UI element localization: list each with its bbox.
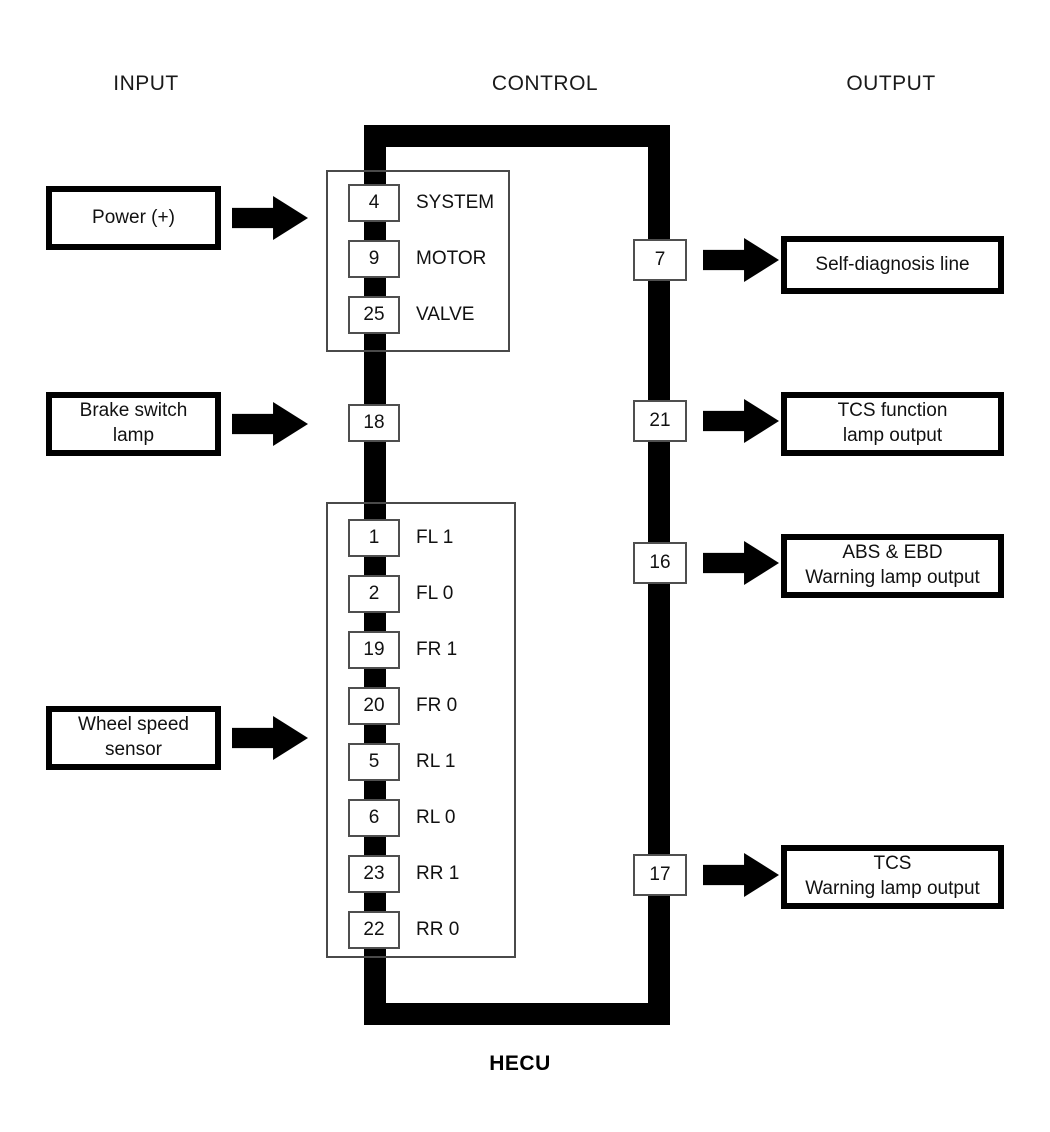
pin-rr-0-label: RR 0 (416, 919, 460, 940)
pin-fl-0-label: FL 0 (416, 583, 454, 604)
pin-system[interactable]: 4 (348, 184, 400, 222)
wheel-speed-sensor-input-label: Wheel speed sensor (78, 714, 189, 760)
tcs-function-lamp-output-label: TCS function lamp output (837, 400, 948, 446)
pin-valve-label: VALVE (416, 304, 475, 325)
pin-motor[interactable]: 9 (348, 240, 400, 278)
pin-system-label: SYSTEM (416, 192, 495, 213)
pin-fl-1-label: FL 1 (416, 527, 454, 548)
tcs-function-lamp-output-arrow-icon (703, 399, 779, 443)
wheel-speed-sensor-input[interactable]: Wheel speed sensor (46, 706, 221, 770)
pin-rl-0[interactable]: 6 (348, 799, 400, 837)
pin-brake-switch[interactable]: 18 (348, 404, 400, 442)
hecu-caption-label: HECU (489, 1052, 551, 1075)
power-pin-group (326, 170, 510, 352)
column-header-control: CONTROL (491, 72, 599, 95)
pin-rr-0[interactable]: 22 (348, 911, 400, 949)
pin-fr-1-label: FR 1 (416, 639, 458, 660)
brake-switch-lamp-input-label: Brake switch lamp (79, 400, 188, 446)
wheel-speed-sensor-input-arrow-icon (232, 716, 308, 760)
pin-rr-1[interactable]: 23 (348, 855, 400, 893)
pin-rl-1-label: RL 1 (416, 751, 456, 772)
abs-ebd-warning-lamp-output-pin[interactable]: 16 (633, 542, 687, 584)
power-input-label: Power (+) (92, 206, 175, 228)
brake-switch-lamp-input[interactable]: Brake switch lamp (46, 392, 221, 456)
bus-bottom-rail (364, 1003, 670, 1025)
column-header-input: INPUT (113, 72, 179, 95)
power-input[interactable]: Power (+) (46, 186, 221, 250)
tcs-function-lamp-output-pin[interactable]: 21 (633, 400, 687, 442)
column-header-output: OUTPUT (846, 72, 936, 95)
pin-fl-0[interactable]: 2 (348, 575, 400, 613)
tcs-warning-lamp-output-pin[interactable]: 17 (633, 854, 687, 896)
self-diagnosis-line-output[interactable]: Self-diagnosis line (781, 236, 1004, 294)
abs-ebd-warning-lamp-output-label: ABS & EBD Warning lamp output (805, 542, 980, 588)
self-diagnosis-line-output-label: Self-diagnosis line (815, 253, 970, 275)
pin-rl-1[interactable]: 5 (348, 743, 400, 781)
pin-rl-0-label: RL 0 (416, 807, 456, 828)
tcs-warning-lamp-output[interactable]: TCS Warning lamp output (781, 845, 1004, 909)
pin-valve[interactable]: 25 (348, 296, 400, 334)
abs-ebd-warning-lamp-output[interactable]: ABS & EBD Warning lamp output (781, 534, 1004, 598)
pin-fl-1[interactable]: 1 (348, 519, 400, 557)
tcs-warning-lamp-output-label: TCS Warning lamp output (805, 853, 980, 899)
tcs-warning-lamp-output-arrow-icon (703, 853, 779, 897)
pin-fr-1[interactable]: 19 (348, 631, 400, 669)
pin-rr-1-label: RR 1 (416, 863, 460, 884)
abs-ebd-warning-lamp-output-arrow-icon (703, 541, 779, 585)
power-input-arrow-icon (232, 196, 308, 240)
brake-switch-lamp-input-arrow-icon (232, 402, 308, 446)
pin-fr-0[interactable]: 20 (348, 687, 400, 725)
wheel-speed-pin-group (326, 502, 516, 958)
pin-motor-label: MOTOR (416, 248, 487, 269)
pin-fr-0-label: FR 0 (416, 695, 458, 716)
self-diagnosis-line-output-pin[interactable]: 7 (633, 239, 687, 281)
self-diagnosis-line-output-arrow-icon (703, 238, 779, 282)
tcs-function-lamp-output[interactable]: TCS function lamp output (781, 392, 1004, 456)
bus-top-rail (364, 125, 670, 147)
